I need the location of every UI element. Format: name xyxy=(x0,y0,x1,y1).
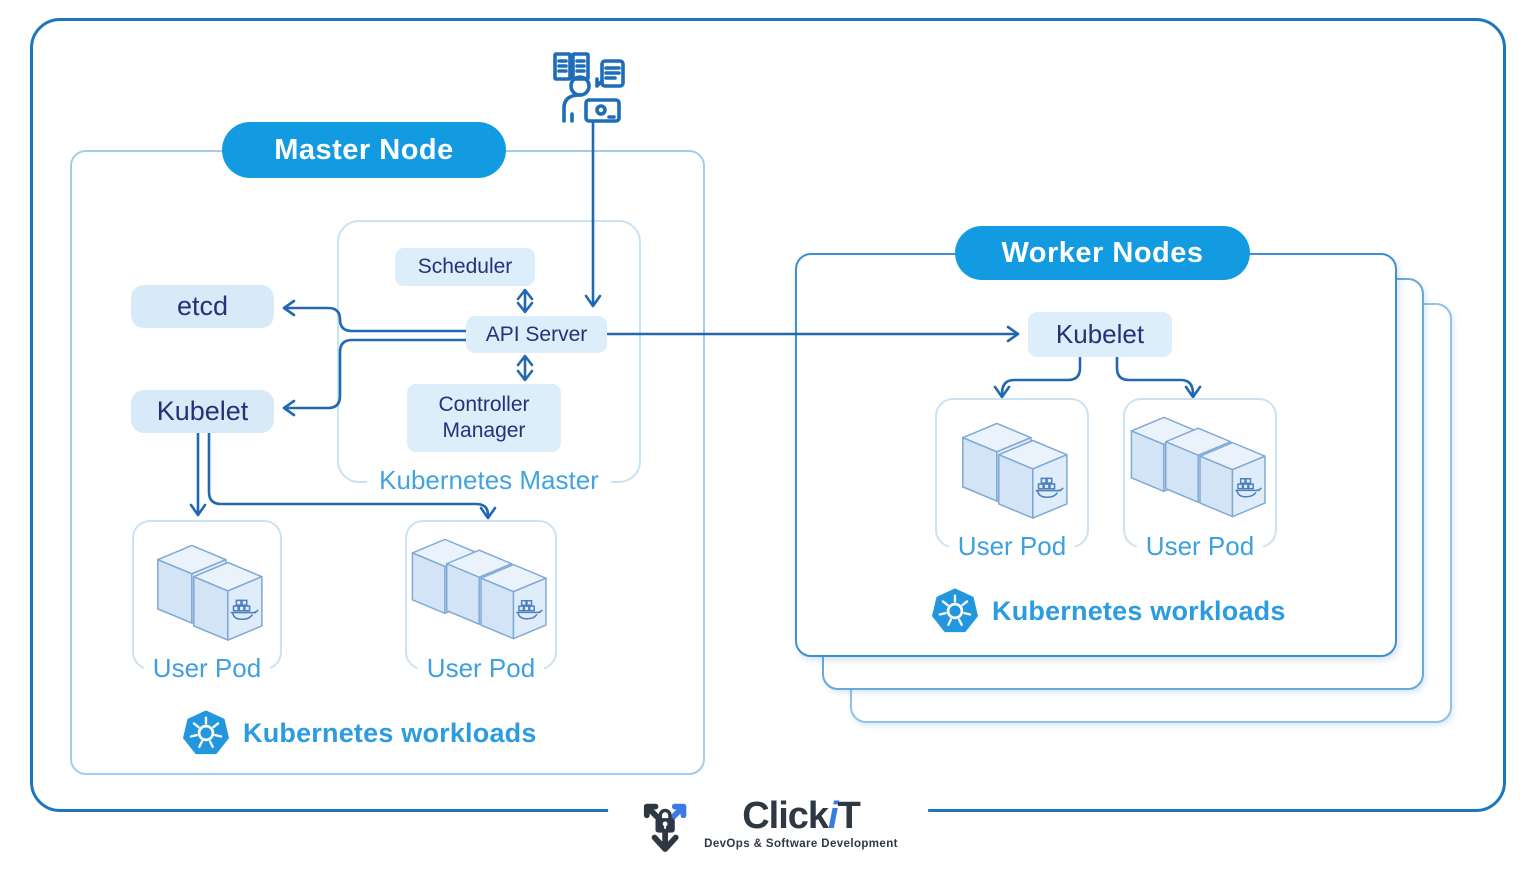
master-user-pod-1: User Pod xyxy=(132,520,282,684)
kubernetes-master-label: Kubernetes Master xyxy=(367,465,611,496)
worker-user-pod-2: User Pod xyxy=(1123,398,1277,562)
controller-manager-box: Controller Manager xyxy=(407,384,561,452)
worker-kubelet-box: Kubelet xyxy=(1028,312,1172,357)
docker-containers-icon xyxy=(1126,415,1274,519)
brand-name-suffix: T xyxy=(837,794,861,837)
clickit-logo: ClickiT DevOps & Software Development xyxy=(608,780,928,866)
user-pod-label: User Pod xyxy=(1136,531,1264,562)
master-workloads-label: Kubernetes workloads xyxy=(243,717,537,748)
docker-containers-icon xyxy=(144,536,270,642)
api-server-box: API Server xyxy=(466,316,607,353)
kubernetes-icon xyxy=(932,588,978,633)
master-workloads-row: Kubernetes workloads xyxy=(183,710,537,756)
brand-name-prefix: Click xyxy=(742,794,829,837)
docker-containers-icon xyxy=(407,537,555,641)
worker-nodes-badge: Worker Nodes xyxy=(955,226,1250,280)
master-user-pod-2: User Pod xyxy=(405,520,557,684)
worker-workloads-label: Kubernetes workloads xyxy=(992,595,1286,626)
clickit-shield-icon xyxy=(643,803,687,852)
etcd-label: etcd xyxy=(176,291,229,321)
brand-tagline: DevOps & Software Development xyxy=(704,837,898,850)
brand-name-accent: i xyxy=(828,794,839,837)
api-server-label: API Server xyxy=(485,322,588,346)
user-pod-label: User Pod xyxy=(143,653,271,684)
user-pod-label: User Pod xyxy=(948,531,1076,562)
developer-icon xyxy=(553,52,625,123)
worker-kubelet-label: Kubelet xyxy=(1055,319,1145,349)
user-pod-label: User Pod xyxy=(417,653,545,684)
worker-user-pod-1: User Pod xyxy=(935,398,1089,562)
docker-containers-icon xyxy=(949,414,1075,520)
brand-name: ClickiT xyxy=(742,794,861,837)
controller-manager-label: Controller Manager xyxy=(438,392,530,442)
worker-nodes-badge-label: Worker Nodes xyxy=(1001,236,1204,269)
scheduler-label: Scheduler xyxy=(417,255,513,278)
master-node-badge-label: Master Node xyxy=(274,133,454,166)
worker-workloads-row: Kubernetes workloads xyxy=(932,588,1286,634)
master-node-badge: Master Node xyxy=(222,122,506,178)
master-kubelet-label: Kubelet xyxy=(156,396,249,426)
kubernetes-icon xyxy=(183,710,229,755)
etcd-box: etcd xyxy=(131,285,274,328)
master-kubelet-box: Kubelet xyxy=(131,390,274,433)
scheduler-box: Scheduler xyxy=(395,248,535,286)
